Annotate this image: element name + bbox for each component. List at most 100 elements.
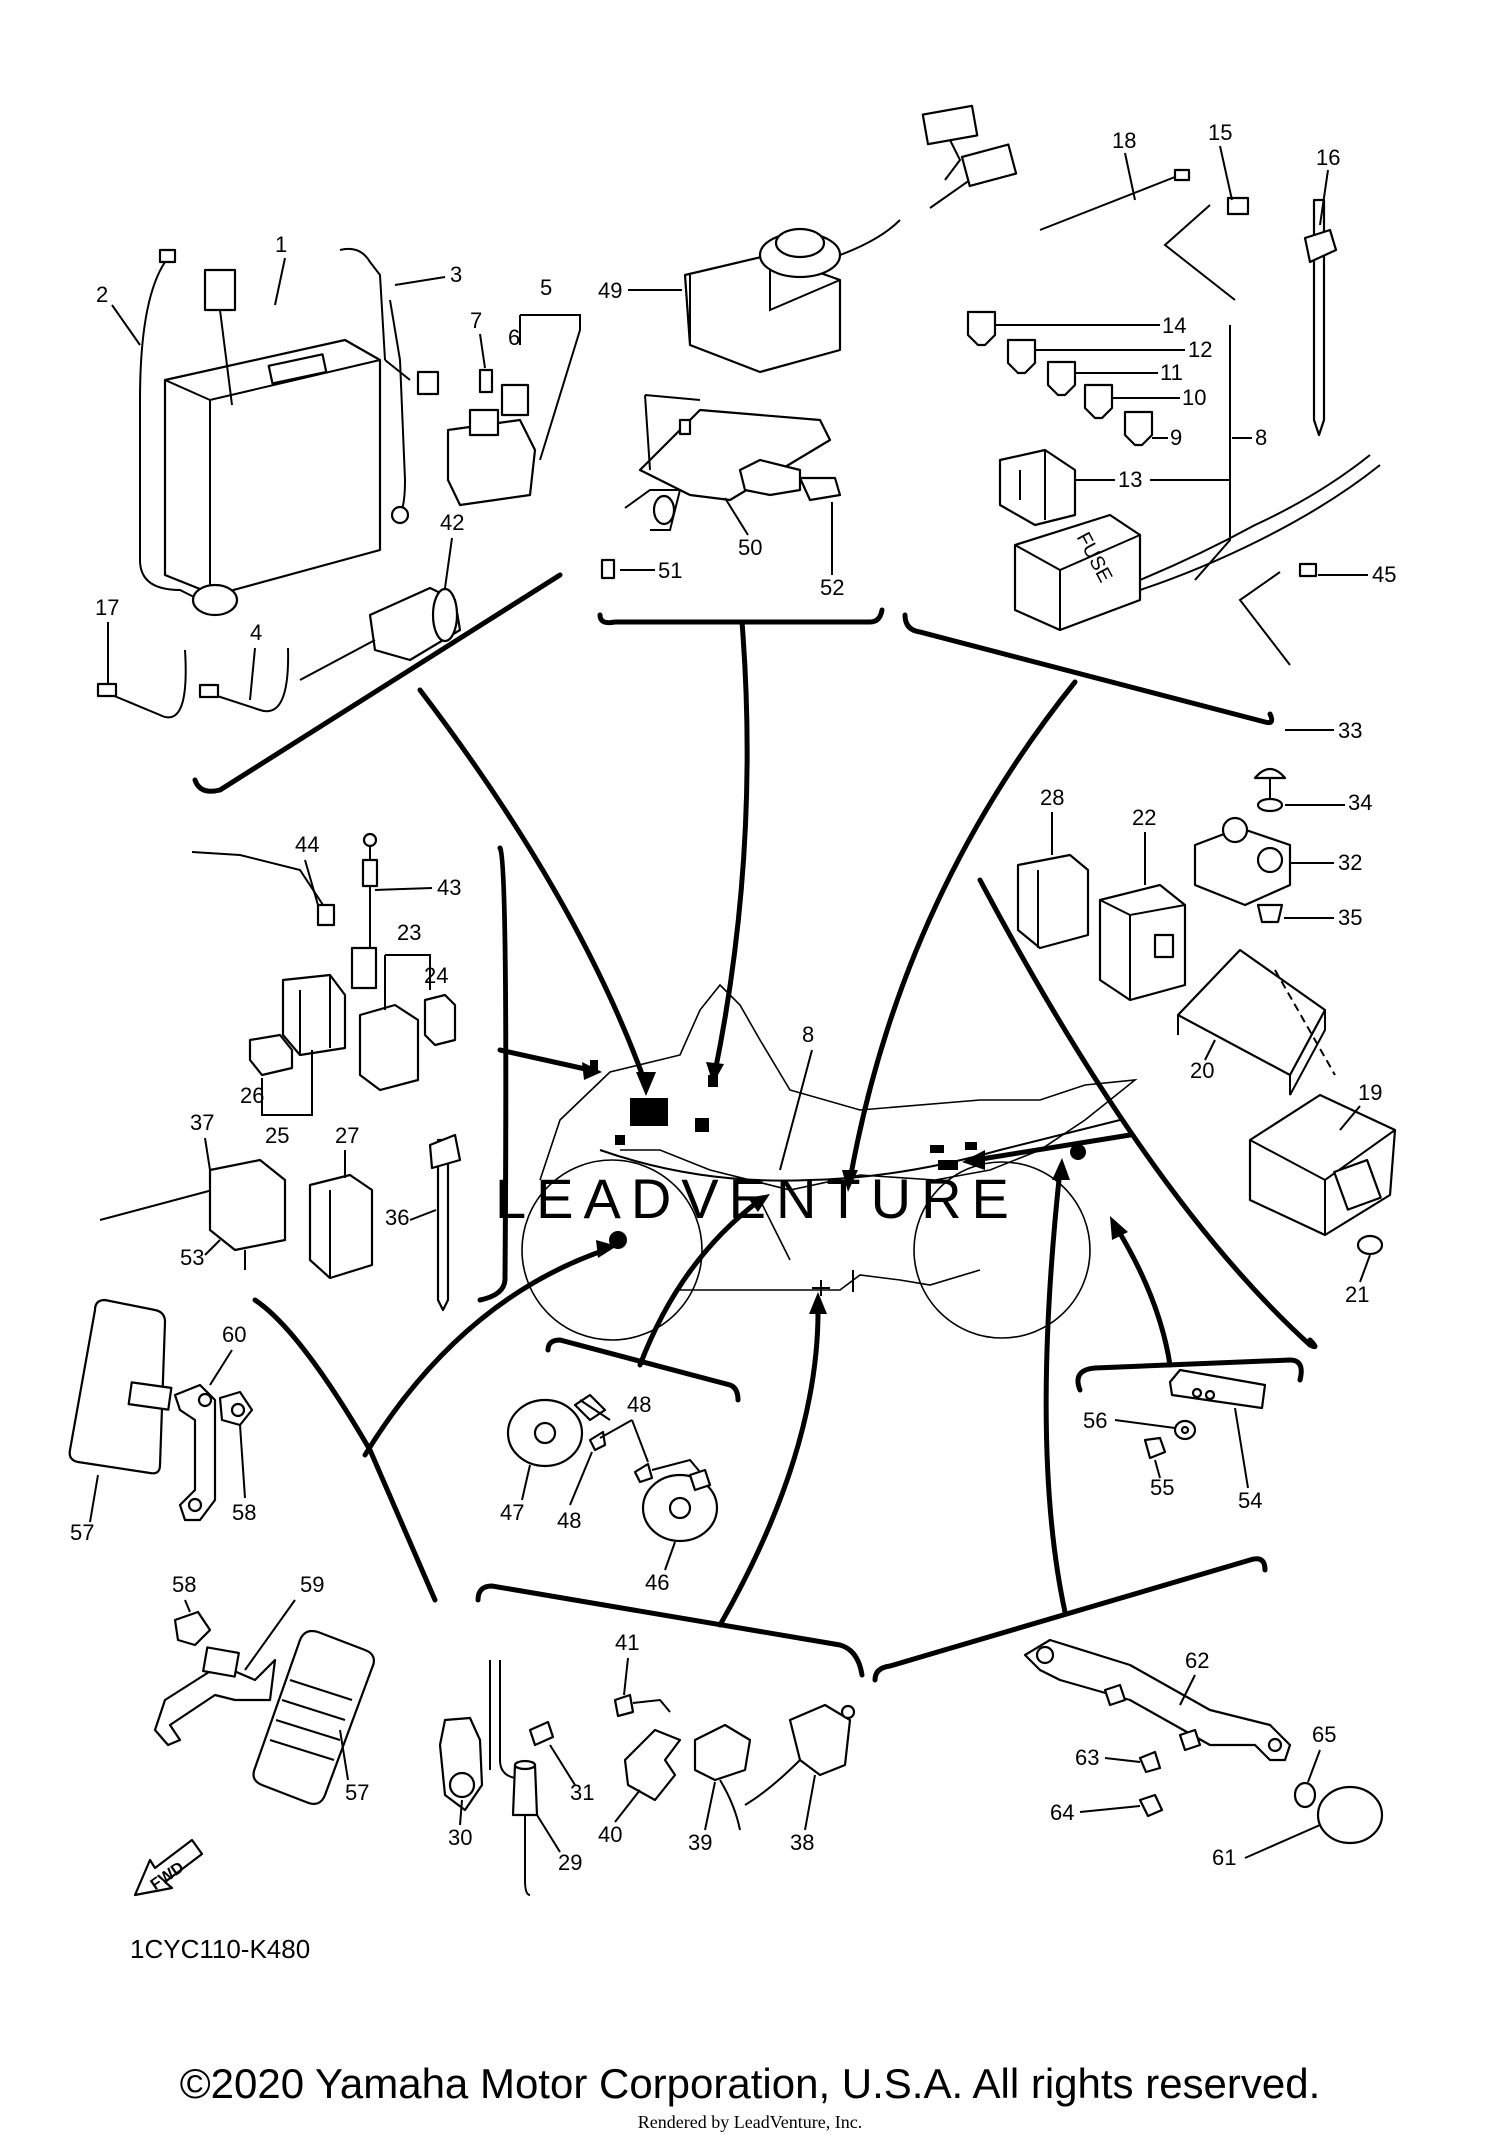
- callout-8-center: 8: [802, 1022, 814, 1047]
- screw-41: [613, 1693, 635, 1718]
- license-bracket-callouts: 62 63 64 65 61: [1050, 1648, 1336, 1870]
- callout-c24: 24: [424, 963, 448, 988]
- regulator-19: [1248, 1093, 1397, 1237]
- nut-55: [1143, 1436, 1167, 1460]
- callout-c22: 22: [1132, 805, 1156, 830]
- callout-c52: 52: [820, 575, 844, 600]
- front-reflector-callouts: 60 57 58 58 59 57: [70, 1322, 369, 1805]
- bolt-48b: [633, 1462, 654, 1484]
- callout-c65: 65: [1312, 1722, 1336, 1747]
- reflector-54: [1168, 1368, 1267, 1410]
- bracket-62: [1023, 1638, 1292, 1762]
- fuses: [966, 310, 1154, 447]
- ecu-group: [600, 104, 1018, 580]
- reflector-61: [1316, 1785, 1384, 1845]
- battery-group: [96, 247, 537, 719]
- bracket-50: [638, 408, 832, 502]
- fuse-box-group: FUSE: [966, 168, 1381, 666]
- callout-c10: 10: [1182, 385, 1206, 410]
- rear-reflector-callouts: 56 55 54: [1083, 1407, 1262, 1513]
- relay-26: [248, 1033, 294, 1077]
- callout-c46: 46: [645, 1570, 669, 1595]
- callout-c55: 55: [1150, 1475, 1174, 1500]
- callout-c50: 50: [738, 535, 762, 560]
- callout-c30: 30: [448, 1825, 472, 1850]
- callout-c41: 41: [615, 1630, 639, 1655]
- callout-c3: 3: [450, 262, 462, 287]
- callout-c56: 56: [1083, 1408, 1107, 1433]
- fuse-6: [500, 383, 530, 417]
- fwd-arrow: FWD: [133, 1838, 204, 1897]
- callout-c25: 25: [265, 1123, 289, 1148]
- front-reflector-group: [68, 1298, 375, 1805]
- callout-c1: 1: [275, 232, 287, 257]
- washer-34: [1256, 797, 1284, 813]
- relay-25: [281, 973, 347, 1057]
- callout-c49: 49: [598, 278, 622, 303]
- relay-23: [358, 1003, 420, 1092]
- callout-c39: 39: [688, 1830, 712, 1855]
- grommet-21: [1356, 1234, 1384, 1256]
- callout-c36: 36: [385, 1205, 409, 1230]
- bolt-51: [600, 558, 616, 580]
- cover-20: [1176, 948, 1327, 1077]
- callout-c18: 18: [1112, 128, 1136, 153]
- switches-group: [438, 1660, 856, 1896]
- relay-24: [423, 993, 457, 1047]
- callout-c26: 26: [240, 1083, 264, 1108]
- callout-c16: 16: [1316, 145, 1340, 170]
- callout-c2: 2: [96, 282, 108, 307]
- callout-c6: 6: [508, 325, 520, 350]
- ecu-group-callouts: 49 50 51 52: [598, 278, 844, 600]
- battery-group-callouts: 1 2 3 5 6 7 42 17 4: [95, 232, 581, 701]
- bolt-48a: [588, 1430, 607, 1452]
- rear-wheel: [913, 1161, 1091, 1339]
- rendered-by-notice: Rendered by LeadVenture, Inc.: [637, 2112, 863, 2132]
- callout-c13: 13: [1118, 467, 1142, 492]
- rear-reflector-group: [1143, 1368, 1267, 1460]
- callout-c48a: 48: [627, 1392, 651, 1417]
- callout-c29: 29: [558, 1850, 582, 1875]
- reflector-57a: [68, 1298, 167, 1475]
- part-marker: [630, 1098, 668, 1126]
- callout-c59: 59: [300, 1572, 324, 1597]
- callout-c7: 7: [470, 308, 482, 333]
- regulator-group: [1016, 767, 1397, 1256]
- callout-c17: 17: [95, 595, 119, 620]
- callout-c21: 21: [1345, 1282, 1369, 1307]
- battery-cable-boot: [191, 583, 239, 617]
- relay-28: [1016, 853, 1090, 950]
- callout-c48b: 48: [557, 1508, 581, 1533]
- callout-c62: 62: [1185, 1648, 1209, 1673]
- callout-c20: 20: [1190, 1058, 1214, 1083]
- switch-39: [693, 1723, 752, 1782]
- license-bracket-group: [1023, 1638, 1384, 1845]
- callout-c4: 4: [250, 620, 262, 645]
- callout-c27: 27: [335, 1123, 359, 1148]
- motorcycle-silhouette: LEADVENTURE 8: [495, 983, 1138, 1341]
- callout-c15: 15: [1208, 120, 1232, 145]
- callout-c37: 37: [190, 1110, 214, 1135]
- plate-40: [623, 1728, 682, 1802]
- callout-c51: 51: [658, 558, 682, 583]
- callout-c23: 23: [397, 920, 421, 945]
- screw-33: [1253, 767, 1287, 780]
- callout-c45: 45: [1372, 562, 1396, 587]
- callout-c12: 12: [1188, 337, 1212, 362]
- callout-c8: 8: [1255, 425, 1267, 450]
- callout-c35: 35: [1338, 905, 1362, 930]
- callout-c57b: 57: [345, 1780, 369, 1805]
- fuse-box: [1013, 513, 1142, 632]
- bracket-59: [153, 1658, 277, 1747]
- callout-c64: 64: [1050, 1800, 1074, 1825]
- tie-18: [1039, 174, 1181, 231]
- callout-c57a: 57: [70, 1520, 94, 1545]
- battery-terminal-cover: [203, 268, 237, 312]
- cover-52: [798, 476, 842, 502]
- leader-lines: [192, 572, 1318, 1683]
- diagram-code: 1CYC110-K480: [130, 1934, 310, 1964]
- callout-c19: 19: [1358, 1080, 1382, 1105]
- callout-c11: 11: [1160, 360, 1183, 385]
- callout-c32: 32: [1338, 850, 1362, 875]
